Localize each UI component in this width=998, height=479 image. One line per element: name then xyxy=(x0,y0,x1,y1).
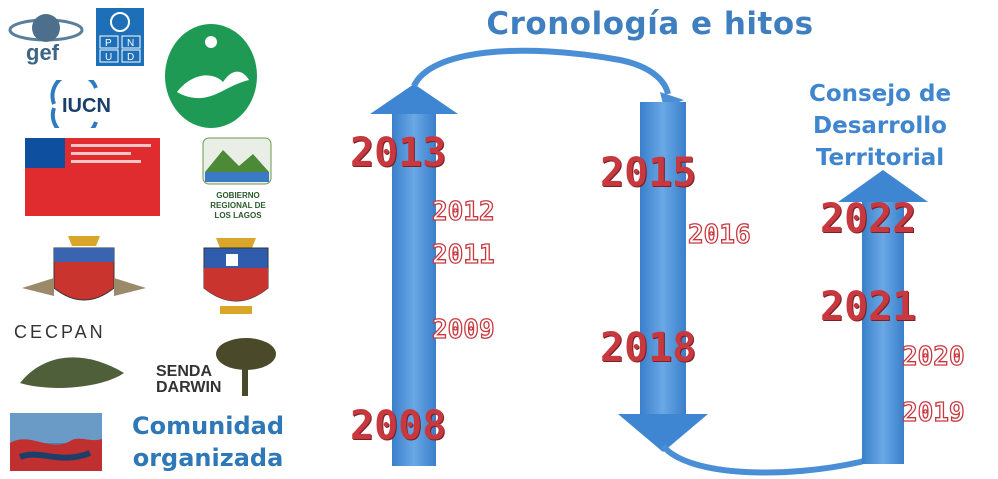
year-2020: 2020 xyxy=(901,341,965,372)
pnud-d: D xyxy=(127,52,134,63)
gobierno-line-3: LOS LAGOS xyxy=(214,211,262,220)
gef-logo: gef xyxy=(6,6,86,66)
year-2016: 2016 xyxy=(687,219,751,250)
senda-text: SENDA xyxy=(156,363,213,380)
ministerio-logo xyxy=(25,138,160,216)
pnud-p: P xyxy=(105,38,112,49)
gobierno-regional-logo: GOBIERNO REGIONAL DE LOS LAGOS xyxy=(183,136,293,222)
year-2012: 2012 xyxy=(431,196,495,227)
arrow-up-left xyxy=(370,84,458,466)
green-oval-logo xyxy=(163,22,259,130)
year-2015: 2015 xyxy=(600,150,697,196)
gobierno-line-1: GOBIERNO xyxy=(216,191,260,200)
pnud-u: U xyxy=(105,52,112,63)
senda-darwin-logo: SENDA DARWIN xyxy=(152,330,280,410)
ancud-coat-of-arms xyxy=(18,232,150,316)
municipal-coat-of-arms xyxy=(196,234,276,318)
gobierno-line-2: REGIONAL DE xyxy=(210,201,266,210)
year-2022: 2022 xyxy=(820,196,917,242)
gef-text: gef xyxy=(26,40,60,65)
bottom-curve-arrow xyxy=(660,443,885,476)
council-line-3: Territorial xyxy=(815,145,945,171)
community-label: Comunidad organizada xyxy=(108,410,308,474)
year-2013: 2013 xyxy=(350,130,447,176)
community-line-2: organizada xyxy=(132,444,284,472)
comunidad-photo xyxy=(10,413,102,471)
cecpan-logo: CECPAN xyxy=(14,322,139,408)
arrow-down-middle xyxy=(618,102,708,452)
arrow-up-right xyxy=(838,170,928,464)
cecpan-text: CECPAN xyxy=(14,322,106,342)
council-line-1: Consejo de xyxy=(808,81,952,107)
year-2009: 2009 xyxy=(431,314,495,345)
iucn-logo: IUCN xyxy=(46,71,136,140)
darwin-text: DARWIN xyxy=(156,379,222,396)
top-curve-arrow xyxy=(411,47,671,95)
council-label: Consejo de Desarrollo Territorial xyxy=(775,78,985,174)
year-2021: 2021 xyxy=(820,284,917,330)
pnud-n: N xyxy=(127,38,134,49)
year-2011: 2011 xyxy=(431,239,495,270)
council-line-2: Desarrollo xyxy=(813,113,947,139)
year-2008: 2008 xyxy=(350,403,447,449)
community-line-1: Comunidad xyxy=(131,412,285,440)
iucn-text: IUCN xyxy=(62,95,111,117)
pnud-logo: P N U D xyxy=(96,8,144,66)
page-title: Cronología e hitos xyxy=(486,6,814,42)
year-2019: 2019 xyxy=(901,397,965,428)
year-2018: 2018 xyxy=(600,325,697,371)
